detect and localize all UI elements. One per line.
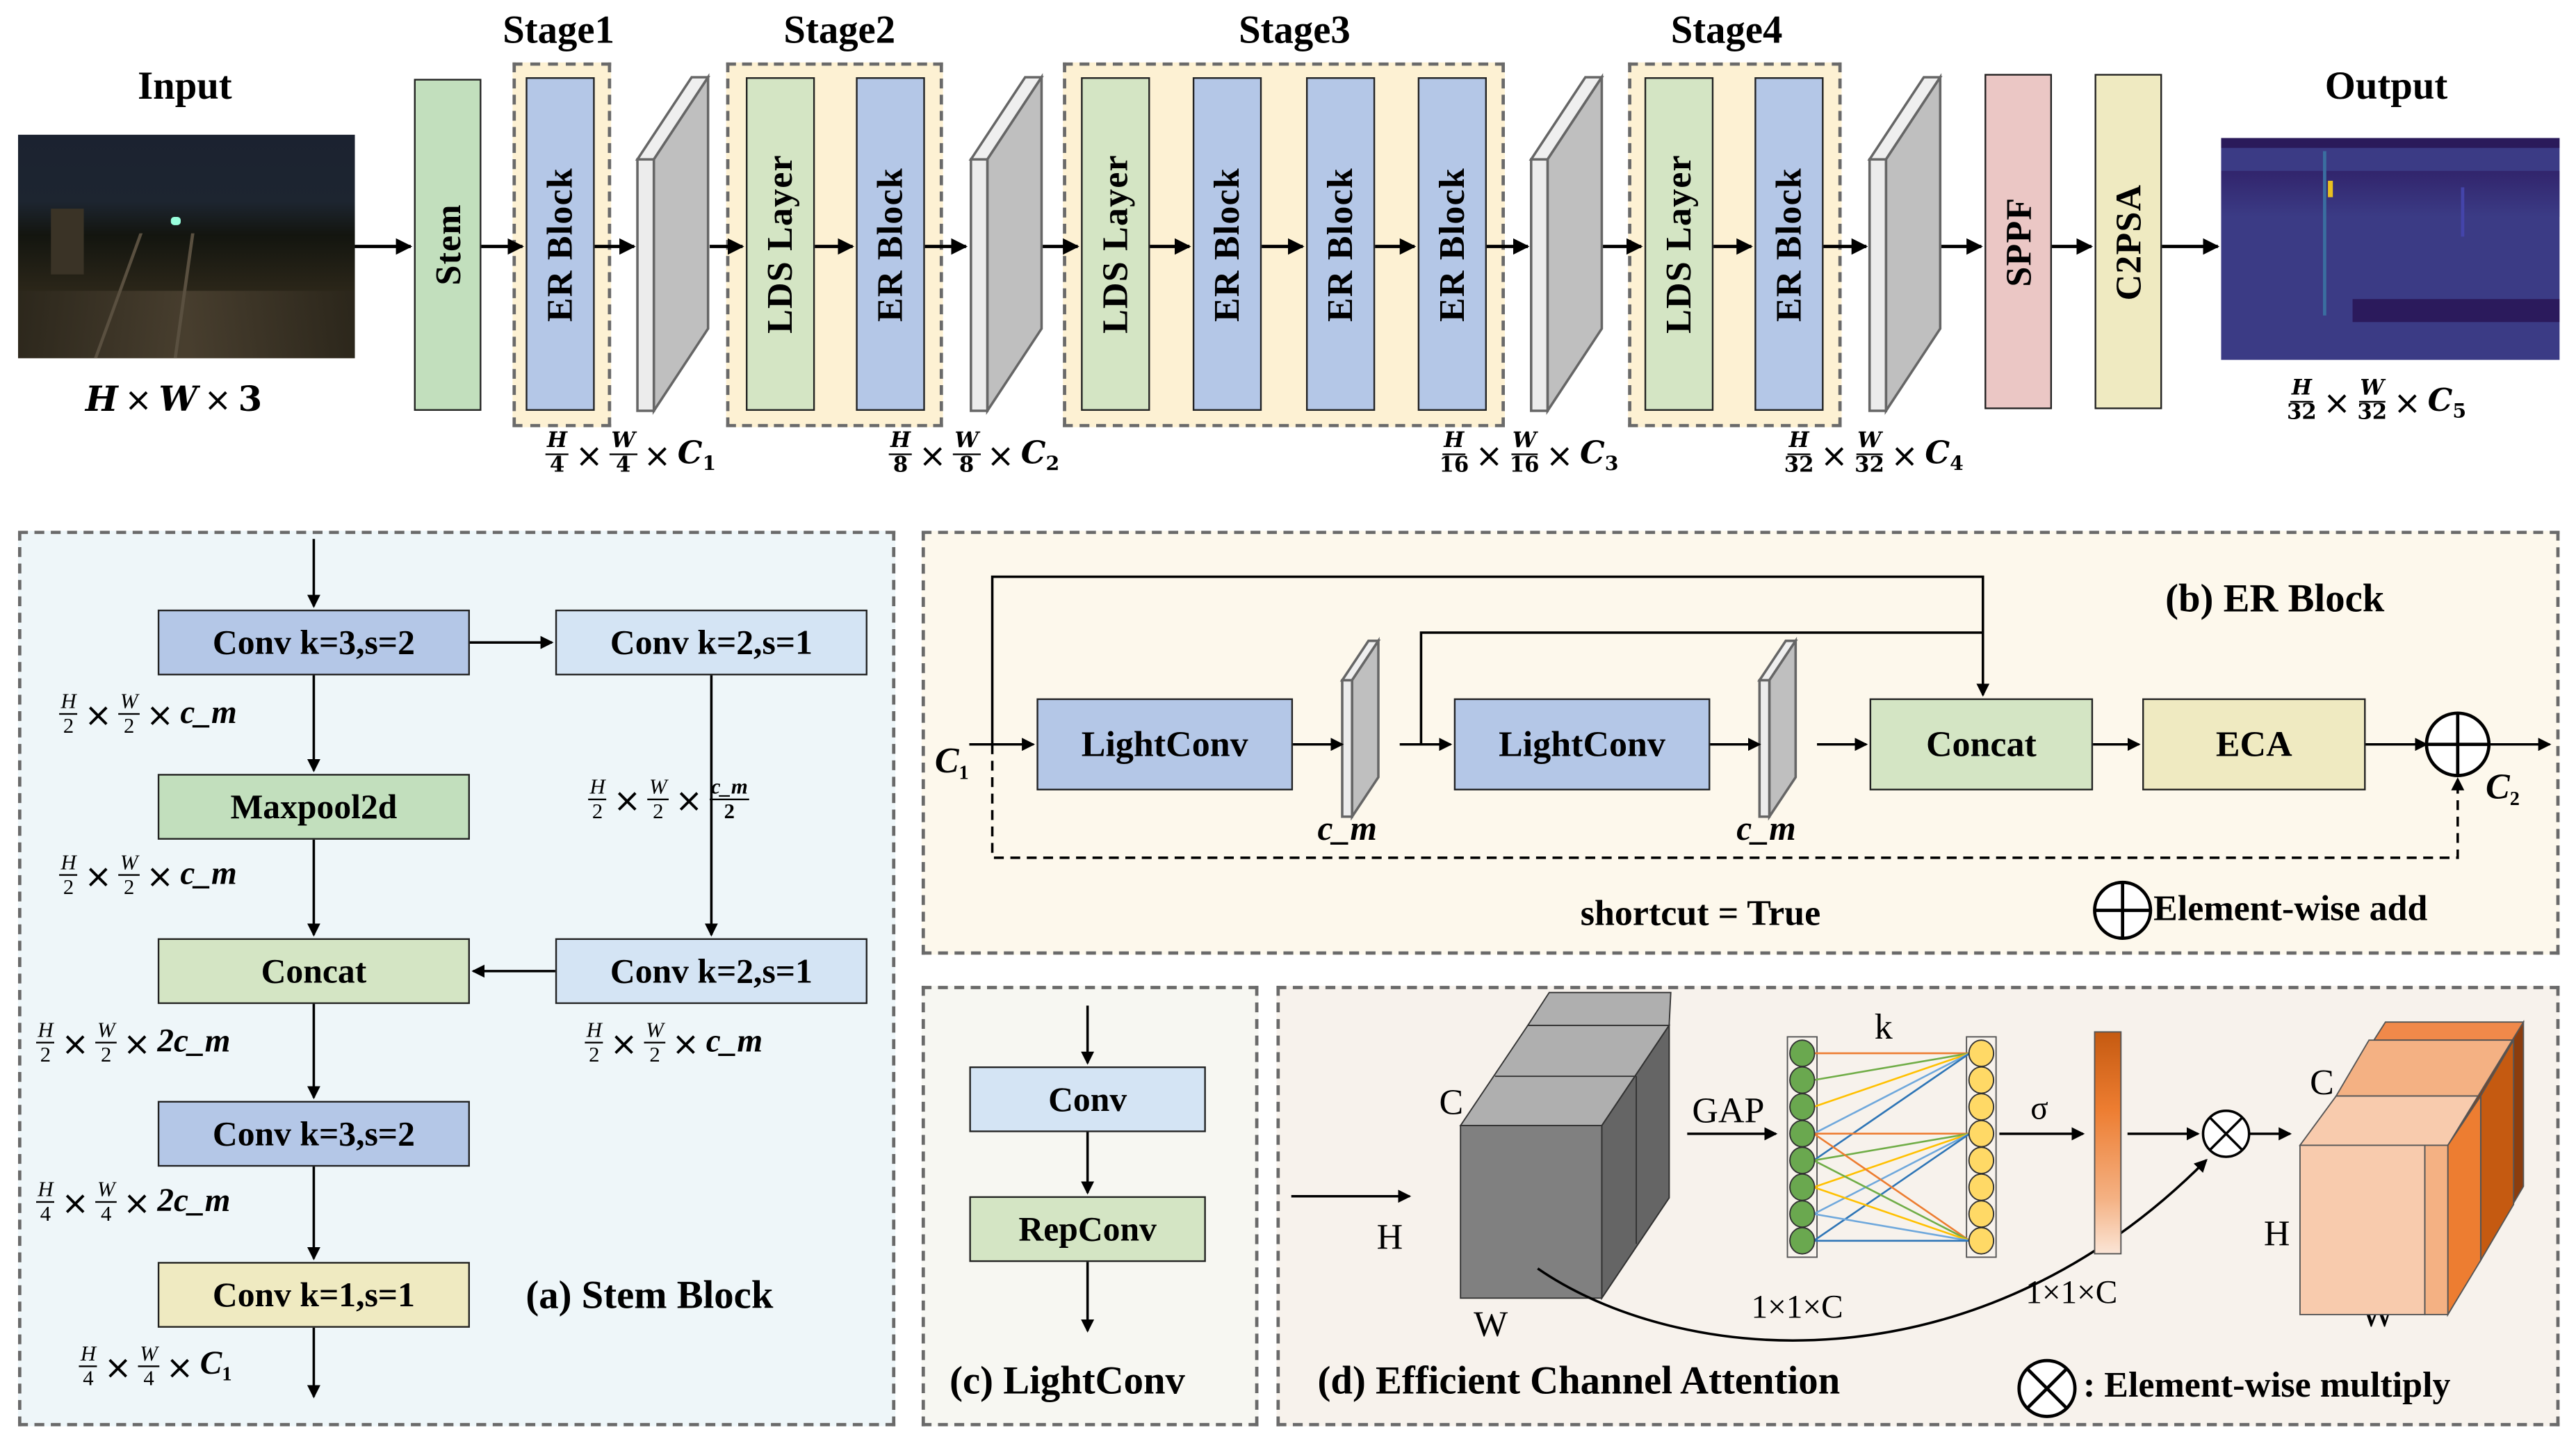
- feature-slab-top-4: [1867, 76, 1943, 161]
- stage2-title: Stage2: [783, 10, 896, 53]
- stem-conv-k3s2-a[interactable]: Conv k=3,s=2: [157, 609, 470, 676]
- er-block-caption: (b) ER Block: [2165, 578, 2385, 622]
- output-feature-map: [2221, 138, 2560, 360]
- lightconv-repconv[interactable]: RepConv: [969, 1196, 1206, 1262]
- er-eca[interactable]: ECA: [2142, 698, 2366, 790]
- eca-out-w-label: W: [2361, 1293, 2395, 1335]
- er-input-label: C1: [934, 739, 969, 784]
- sigma-label: σ: [2030, 1091, 2048, 1128]
- stem-block-caption: (a) Stem Block: [525, 1275, 774, 1318]
- feature-slab-top-3: [1529, 76, 1604, 161]
- eca-out-h-label: H: [2263, 1212, 2290, 1254]
- feature-slab-front-3: [1530, 158, 1549, 412]
- er-lightconv-2[interactable]: LightConv: [1453, 698, 1711, 790]
- stage2-er-block[interactable]: ER Block: [856, 77, 925, 411]
- er-feat1-label: c_m: [1317, 808, 1377, 848]
- stage3-er-block-2[interactable]: ER Block: [1305, 77, 1376, 411]
- eca-in-c-label: C: [1439, 1081, 1464, 1123]
- eca-in-w-label: W: [1474, 1303, 1508, 1345]
- feature-slab-side-4: [1884, 73, 1942, 415]
- feature-slab-front-2: [970, 158, 989, 412]
- stage4-lds-layer[interactable]: LDS Layer: [1644, 77, 1714, 411]
- er-concat[interactable]: Concat: [1869, 698, 2094, 790]
- stage3-title: Stage3: [1239, 10, 1351, 53]
- feature-slab-top-1: [635, 76, 710, 161]
- stem-block[interactable]: Stem: [414, 79, 482, 411]
- input-title: Input: [138, 65, 232, 108]
- stem-conv-k2s1-b[interactable]: Conv k=2,s=1: [555, 938, 867, 1005]
- stage3-lds-layer[interactable]: LDS Layer: [1081, 77, 1150, 411]
- er-feat2-label: c_m: [1736, 808, 1796, 848]
- c2psa-block[interactable]: C2PSA: [2094, 74, 2162, 409]
- er-lightconv-1[interactable]: LightConv: [1036, 698, 1294, 790]
- stage1-title: Stage1: [503, 10, 614, 53]
- stem-conv-k1s1[interactable]: Conv k=1,s=1: [157, 1262, 470, 1328]
- stage3-er-block-1[interactable]: ER Block: [1192, 77, 1262, 411]
- multiply-legend-text: : Element-wise multiply: [2082, 1363, 2451, 1405]
- stage2-lds-layer[interactable]: LDS Layer: [746, 77, 815, 411]
- input-image: [17, 134, 355, 359]
- stage4-er-block[interactable]: ER Block: [1754, 77, 1824, 411]
- vec2-label: 1×1×C: [2025, 1275, 2118, 1312]
- stem-conv-k2s1-a[interactable]: Conv k=2,s=1: [555, 609, 867, 676]
- stem-concat[interactable]: Concat: [157, 938, 470, 1005]
- k-label: k: [1874, 1005, 1893, 1047]
- eca-in-h-label: H: [1376, 1216, 1403, 1258]
- feature-slab-front-1: [636, 158, 655, 412]
- add-legend-text: : Element-wise add: [2132, 887, 2428, 929]
- er-output-label: C2: [2486, 765, 2520, 811]
- stem-conv-k3s2-b[interactable]: Conv k=3,s=2: [157, 1100, 470, 1167]
- vec1-label: 1×1×C: [1751, 1290, 1843, 1326]
- shortcut-text: shortcut = True: [1580, 892, 1821, 934]
- feature-slab-side-3: [1546, 73, 1604, 415]
- stem-maxpool2d[interactable]: Maxpool2d: [157, 774, 470, 840]
- output-title: Output: [2324, 65, 2448, 108]
- feature-slab-side-1: [652, 73, 710, 415]
- sppf-block[interactable]: SPPF: [1984, 74, 2053, 409]
- feature-slab-front-4: [1868, 158, 1888, 412]
- stage1-er-block[interactable]: ER Block: [525, 77, 595, 411]
- gap-label: GAP: [1692, 1089, 1765, 1131]
- lightconv-caption: (c) LightConv: [949, 1360, 1185, 1404]
- lightconv-conv[interactable]: Conv: [969, 1066, 1206, 1132]
- stage3-er-block-3[interactable]: ER Block: [1417, 77, 1487, 411]
- stage4-title: Stage4: [1670, 10, 1783, 53]
- eca-caption: (d) Efficient Channel Attention: [1317, 1360, 1841, 1404]
- feature-slab-top-2: [968, 76, 1044, 161]
- eca-out-c-label: C: [2310, 1061, 2334, 1103]
- feature-slab-side-2: [986, 73, 1043, 415]
- input-dims: H × W × 3: [85, 377, 263, 419]
